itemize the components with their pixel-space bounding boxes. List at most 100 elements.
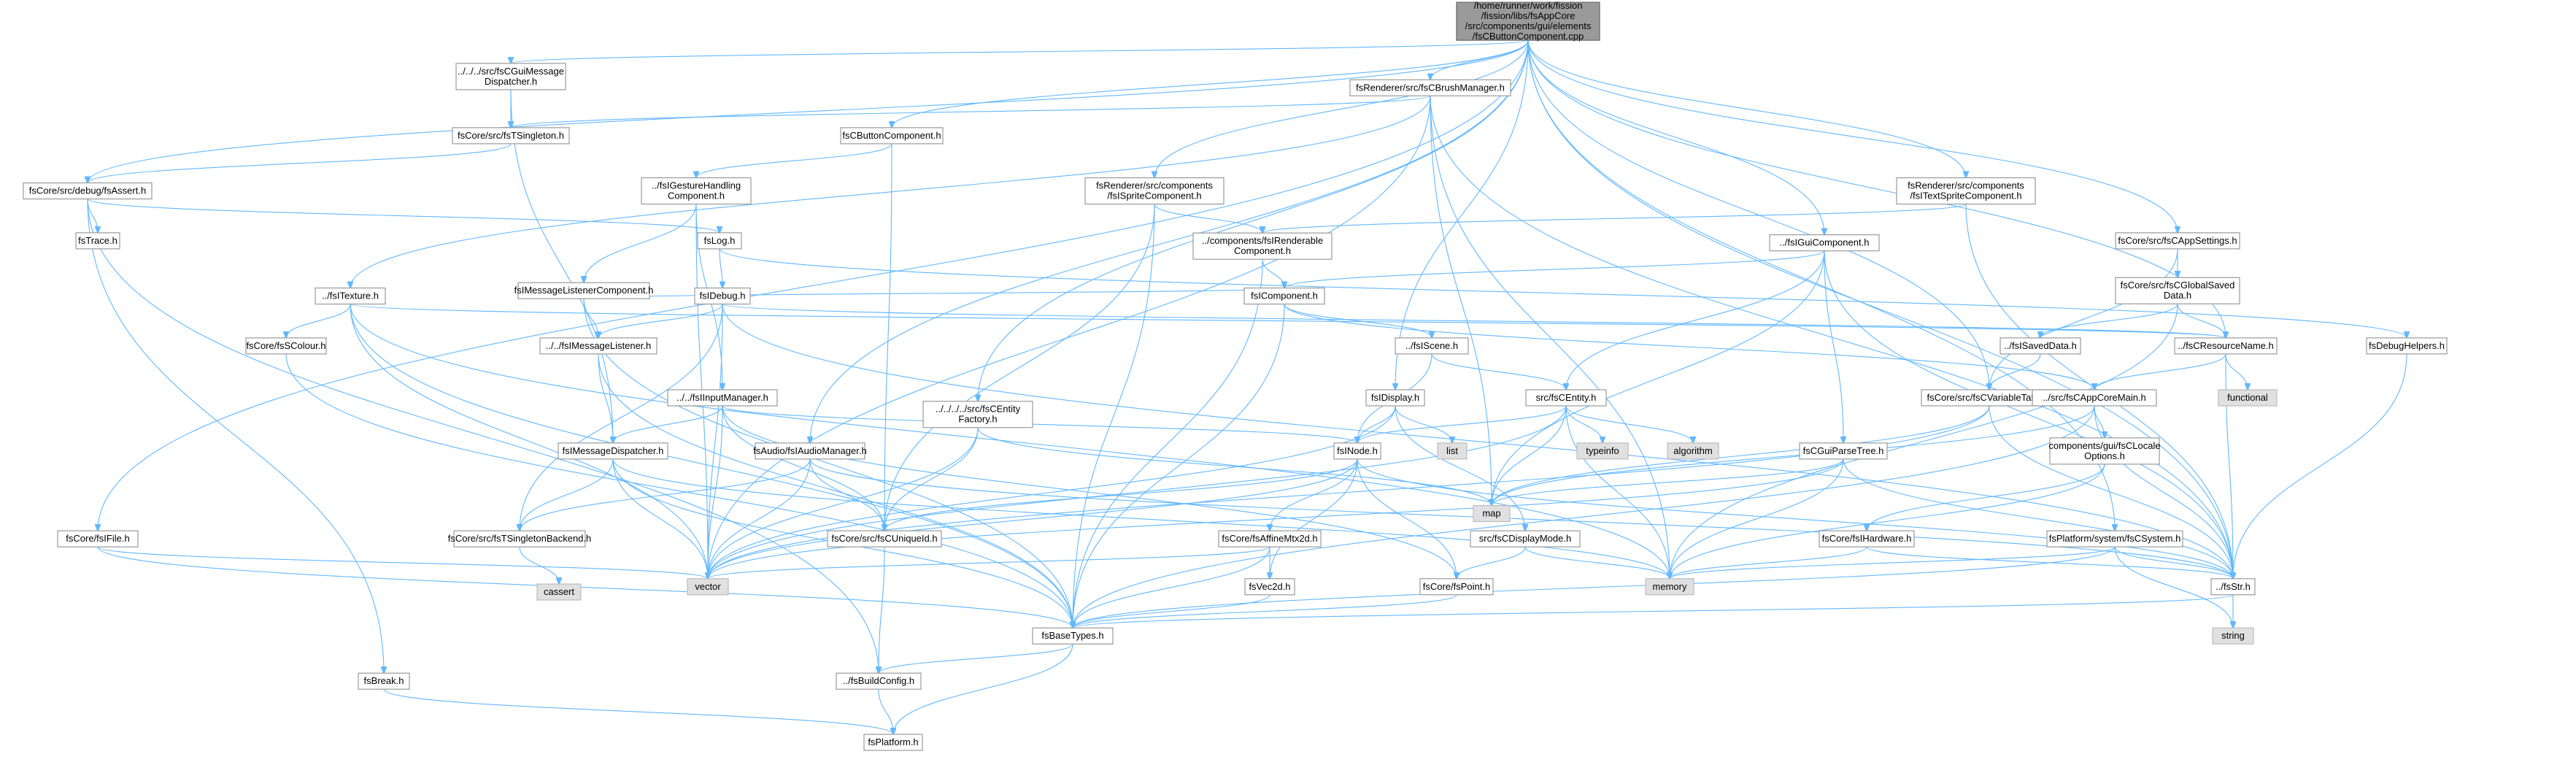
node-fstrace[interactable]: fsTrace.h: [75, 232, 120, 250]
node-map[interactable]: map: [1473, 504, 1511, 523]
node-hardware[interactable]: fsCore/fsIHardware.h: [1819, 530, 1915, 547]
node-csystem[interactable]: fsPlatform/system/fsCSystem.h: [2046, 530, 2183, 547]
edge-centity-to-fsnode: [1357, 405, 1567, 443]
node-label: fsIDebug.h: [700, 291, 746, 301]
node-colour[interactable]: fsCore/fsSColour.h: [245, 337, 327, 355]
node-audiomgr[interactable]: fsAudio/fsIAudioManager.h: [753, 442, 867, 460]
node-fsfile[interactable]: fsCore/fsIFile.h: [57, 530, 139, 547]
node-label: /home/runner/work/fission: [1474, 0, 1583, 11]
node-root[interactable]: /home/runner/work/fission/fission/libs/f…: [1456, 0, 1600, 42]
edge-centity-to-vector: [708, 405, 1567, 579]
node-label: Dispatcher.h: [485, 76, 537, 87]
edge-vartable-to-fsstr: [1989, 405, 2233, 579]
node-basetypes[interactable]: fsBaseTypes.h: [1032, 627, 1114, 645]
node-point[interactable]: fsCore/fsPoint.h: [1419, 578, 1494, 596]
edge-textsprite-to-renderable: [1262, 204, 1967, 234]
node-tsingleton[interactable]: fsCore/src/fsTSingleton.h: [452, 127, 570, 145]
node-fsdebug[interactable]: fsIDebug.h: [694, 287, 751, 305]
node-label: fsVec2d.h: [1249, 581, 1290, 592]
node-brush[interactable]: fsRenderer/src/fsCBrushManager.h: [1349, 79, 1511, 96]
node-memory[interactable]: memory: [1645, 578, 1694, 596]
node-spritecomp[interactable]: fsRenderer/src/components/fsISpriteCompo…: [1084, 177, 1225, 205]
node-buttoncomp[interactable]: fsCButtonComponent.h: [840, 127, 944, 145]
node-fsbreak[interactable]: fsBreak.h: [358, 672, 410, 690]
node-box: [2049, 437, 2160, 465]
node-fsstr[interactable]: ../fsStr.h: [2210, 578, 2256, 596]
edge-fsdisplay-to-displaymode: [1395, 405, 1525, 531]
node-savedata[interactable]: ../fsISavedData.h: [2000, 337, 2081, 355]
edge-fsnode-to-vec2d: [1270, 458, 1358, 579]
node-affine[interactable]: fsCore/fsAffineMtx2d.h: [1218, 530, 1322, 547]
node-appcoremain[interactable]: ../src/fsCAppCoreMain.h: [2032, 389, 2157, 407]
node-algorithm[interactable]: algorithm: [1667, 442, 1719, 460]
edge-audiomgr-to-fsstr: [809, 458, 2233, 579]
node-vec2d[interactable]: fsVec2d.h: [1244, 578, 1295, 596]
node-vartable[interactable]: fsCore/src/fsCVariableTable.h: [1921, 389, 2058, 407]
node-msglistener[interactable]: ../../fsIMessageListener.h: [539, 337, 658, 355]
node-label: Component.h: [1234, 245, 1291, 256]
node-functional[interactable]: functional: [2218, 389, 2278, 407]
node-box: [1819, 530, 1915, 547]
node-fsnode[interactable]: fsINode.h: [1333, 442, 1381, 460]
node-centity[interactable]: src/fsCEntity.h: [1525, 389, 1607, 407]
node-singletonbackend[interactable]: fsCore/src/fsTSingletonBackend.h: [448, 530, 592, 547]
node-box: [2115, 232, 2240, 250]
node-displaymode[interactable]: src/fsCDisplayMode.h: [1470, 530, 1581, 547]
node-textsprite[interactable]: fsRenderer/src/components/fsITextSpriteC…: [1896, 177, 2036, 205]
node-label: ../fsIGuiComponent.h: [1780, 237, 1870, 248]
node-fscomponent[interactable]: fsIComponent.h: [1243, 287, 1325, 305]
edge-fsbreak-to-platform: [383, 688, 893, 734]
node-label: fsCButtonComponent.h: [842, 130, 941, 141]
edge-msgdispatcher-to-vector: [612, 458, 708, 579]
edge-msglistenercomp-to-fscomponent: [583, 288, 1284, 299]
node-box: [863, 734, 923, 751]
edge-vec2d-to-basetypes: [1073, 594, 1270, 628]
edge-texture-to-colour: [286, 304, 351, 338]
edge-displaymode-to-point: [1457, 547, 1526, 579]
node-fsassert[interactable]: fsCore/src/debug/fsAssert.h: [23, 182, 153, 200]
edge-fsfile-to-basetypes: [97, 547, 1073, 628]
node-platform[interactable]: fsPlatform.h: [863, 734, 923, 751]
node-label: ../../../../src/fsCEntity: [936, 404, 1021, 415]
node-msgdispatcher[interactable]: fsIMessageDispatcher.h: [558, 442, 668, 460]
node-cassert[interactable]: cassert: [536, 583, 582, 601]
node-list[interactable]: list: [1437, 442, 1468, 460]
node-box: [23, 182, 153, 200]
node-string[interactable]: string: [2212, 627, 2254, 645]
node-uniqueid[interactable]: fsCore/src/fsCUniqueId.h: [827, 530, 942, 547]
dependency-nodes: /home/runner/work/fission/fission/libs/f…: [23, 0, 2448, 751]
node-inputmgr[interactable]: ../../fsIInputManager.h: [667, 389, 778, 407]
node-vector[interactable]: vector: [687, 578, 729, 596]
node-texture[interactable]: ../fsITexture.h: [315, 287, 386, 305]
node-iscene[interactable]: ../fsIScene.h: [1395, 337, 1469, 355]
node-guiparsetree[interactable]: fsCGuiParseTree.h: [1799, 442, 1888, 460]
edge-csystem-to-basetypes: [1073, 547, 2116, 628]
node-buildconfig[interactable]: ../fsBuildConfig.h: [836, 672, 922, 690]
node-resourcename[interactable]: ../fsCResourceName.h: [2174, 337, 2278, 355]
edge-centity-to-typeinfo: [1565, 405, 1603, 443]
node-label: fsLog.h: [704, 235, 736, 246]
node-debughelpers[interactable]: fsDebugHelpers.h: [2366, 337, 2448, 355]
node-fsdisplay[interactable]: fsIDisplay.h: [1365, 389, 1425, 407]
node-label: list: [1446, 445, 1458, 456]
node-appsettings[interactable]: fsCore/src/fsCAppSettings.h: [2115, 232, 2240, 250]
node-box: [922, 401, 1033, 428]
edge-root-to-spritecomp: [1154, 40, 1529, 177]
edge-spritecomp-to-uniqueid: [884, 204, 1155, 531]
edge-root-to-fsassert: [88, 40, 1529, 182]
node-fslog[interactable]: fsLog.h: [697, 232, 742, 250]
node-typeinfo[interactable]: typeinfo: [1576, 442, 1629, 460]
node-label: fsPlatform/system/fsCSystem.h: [2049, 533, 2181, 544]
edge-inputmgr-to-msgdispatcher: [613, 405, 723, 443]
node-msglistenercomp[interactable]: fsIMessageListenerComponent.h: [514, 282, 654, 299]
node-label: memory: [1653, 581, 1687, 592]
node-box: [358, 672, 410, 690]
node-guicomp[interactable]: ../fsIGuiComponent.h: [1769, 234, 1880, 252]
edge-gesture-to-msglistenercomp: [584, 204, 697, 283]
